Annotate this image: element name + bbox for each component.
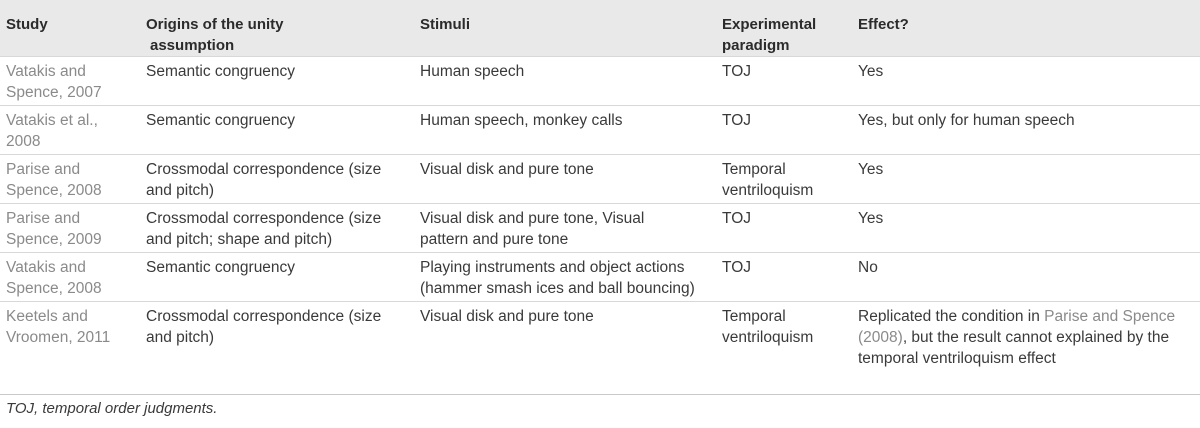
table-footnote: TOJ, temporal order judgments. bbox=[6, 400, 218, 417]
cell-origins: Semantic congruency bbox=[146, 105, 420, 155]
cell-effect: Yes bbox=[858, 56, 1200, 106]
cell-origins: Crossmodal correspondence (size and pitc… bbox=[146, 203, 420, 253]
studies-table: Study Origins of the unity assumption St… bbox=[0, 0, 1200, 374]
cell-origins: Crossmodal correspondence (size and pitc… bbox=[146, 154, 420, 204]
header-paradigm: Experimental paradigm bbox=[722, 16, 817, 54]
cell-stimuli: Visual disk and pure tone, Visual patter… bbox=[420, 203, 722, 253]
cell-stimuli: Visual disk and pure tone bbox=[420, 301, 722, 374]
cell-paradigm: TOJ bbox=[722, 252, 858, 302]
cell-paradigm: Temporal ventriloquism bbox=[722, 154, 858, 204]
cell-origins: Crossmodal correspondence (size and pitc… bbox=[146, 301, 420, 374]
table-row: Parise and Spence, 2009 Crossmodal corre… bbox=[0, 203, 1200, 253]
cell-study[interactable]: Vatakis and Spence, 2007 bbox=[0, 56, 146, 106]
cell-effect: Yes, but only for human speech bbox=[858, 105, 1200, 155]
effect-text: Replicated the condition in bbox=[858, 308, 1045, 325]
cell-effect: No bbox=[858, 252, 1200, 302]
table-bottom-rule bbox=[0, 394, 1200, 395]
citation-link-year[interactable]: (2008) bbox=[858, 329, 903, 346]
cell-effect: Yes bbox=[858, 154, 1200, 204]
cell-origins: Semantic congruency bbox=[146, 56, 420, 106]
effect-text: , but the result cannot explained by the bbox=[902, 329, 1170, 346]
cell-stimuli: Visual disk and pure tone bbox=[420, 154, 722, 204]
cell-paradigm: TOJ bbox=[722, 56, 858, 106]
citation-link[interactable]: Parise and Spence bbox=[1044, 308, 1176, 325]
cell-stimuli: Playing instruments and object actions (… bbox=[420, 252, 722, 302]
header-origins: Origins of the unity assumption bbox=[146, 16, 284, 54]
table-row: Vatakis and Spence, 2008 Semantic congru… bbox=[0, 252, 1200, 302]
cell-study[interactable]: Parise and Spence, 2008 bbox=[0, 154, 146, 204]
cell-effect: Yes bbox=[858, 203, 1200, 253]
header-effect: Effect? bbox=[858, 16, 909, 33]
table-row: Vatakis and Spence, 2007 Semantic congru… bbox=[0, 56, 1200, 106]
header-stimuli: Stimuli bbox=[420, 16, 471, 33]
cell-study[interactable]: Vatakis et al., 2008 bbox=[0, 105, 146, 155]
cell-study[interactable]: Keetels and Vroomen, 2011 bbox=[0, 301, 146, 374]
table-row: Keetels and Vroomen, 2011 Crossmodal cor… bbox=[0, 301, 1200, 374]
table-row: Vatakis et al., 2008 Semantic congruency… bbox=[0, 105, 1200, 155]
table-row: Parise and Spence, 2008 Crossmodal corre… bbox=[0, 154, 1200, 204]
cell-effect: Replicated the condition in Parise and S… bbox=[858, 301, 1200, 374]
table-header-row: Study Origins of the unity assumption St… bbox=[0, 0, 1200, 57]
cell-study[interactable]: Parise and Spence, 2009 bbox=[0, 203, 146, 253]
header-study: Study bbox=[6, 16, 48, 33]
cell-origins: Semantic congruency bbox=[146, 252, 420, 302]
cell-paradigm: Temporal ventriloquism bbox=[722, 301, 858, 374]
cell-stimuli: Human speech bbox=[420, 56, 722, 106]
cell-paradigm: TOJ bbox=[722, 203, 858, 253]
cell-paradigm: TOJ bbox=[722, 105, 858, 155]
cell-stimuli: Human speech, monkey calls bbox=[420, 105, 722, 155]
cell-study[interactable]: Vatakis and Spence, 2008 bbox=[0, 252, 146, 302]
